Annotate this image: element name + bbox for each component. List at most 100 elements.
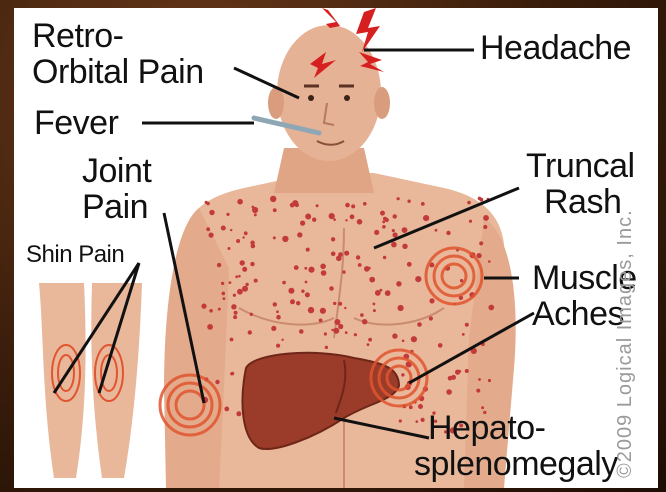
rash-dot xyxy=(270,196,276,202)
hepatosplenomegaly-label: Hepato- splenomegaly xyxy=(428,410,618,482)
retro-orbital-line-2: Orbital Pain xyxy=(32,54,204,90)
rash-dot xyxy=(248,330,252,334)
rash-dot xyxy=(344,251,349,256)
rash-dot xyxy=(338,302,342,306)
rash-dot xyxy=(312,218,316,222)
rash-dot xyxy=(393,214,397,218)
rash-dot xyxy=(477,253,482,258)
legs-inset xyxy=(39,283,142,478)
rash-dot xyxy=(209,309,213,313)
rash-dot xyxy=(223,297,226,300)
rash-dot xyxy=(252,206,255,209)
rash-dot xyxy=(415,276,421,282)
headache-label: Headache xyxy=(480,30,631,66)
rash-dot xyxy=(250,313,253,316)
head xyxy=(254,25,390,161)
rash-dot xyxy=(392,229,395,232)
rash-dot xyxy=(294,265,299,270)
rash-dot xyxy=(235,275,238,278)
rash-dot xyxy=(240,260,245,265)
rash-dot xyxy=(488,379,491,382)
rash-dot xyxy=(398,305,404,311)
rash-dot xyxy=(254,213,257,216)
rash-dot xyxy=(237,199,243,205)
rash-dot xyxy=(231,304,236,309)
rash-dot xyxy=(331,237,335,241)
rash-dot xyxy=(282,236,288,242)
rash-dot xyxy=(333,302,336,305)
rash-dot xyxy=(421,418,425,422)
rash-dot xyxy=(469,220,472,223)
rash-dot xyxy=(228,247,231,250)
rash-dot xyxy=(296,301,300,305)
rash-dot xyxy=(329,213,335,219)
rash-dot xyxy=(250,262,254,266)
rash-dot xyxy=(290,299,295,304)
rash-dot xyxy=(276,310,279,313)
rash-dot xyxy=(333,218,336,221)
rash-dot xyxy=(380,289,383,292)
rash-dot xyxy=(331,329,333,331)
rash-dot xyxy=(222,292,226,296)
rash-dot xyxy=(345,219,347,221)
rash-dot xyxy=(402,244,407,249)
rash-dot xyxy=(305,292,310,297)
rash-dot xyxy=(229,281,232,284)
rash-dot xyxy=(306,248,310,252)
rash-dot xyxy=(320,264,326,270)
rash-dot xyxy=(446,231,450,235)
rash-dot xyxy=(201,304,206,309)
rash-dot xyxy=(374,230,379,235)
rash-dot xyxy=(401,373,404,376)
rash-dot xyxy=(308,267,314,273)
hepatosplenomegaly-line-1: Hepato- xyxy=(428,410,618,446)
rash-dot xyxy=(367,343,370,346)
rash-dot xyxy=(304,267,307,270)
rash-dot xyxy=(209,210,214,215)
rash-dot xyxy=(483,225,487,229)
joint-pain-line-2: Pain xyxy=(82,189,151,225)
rash-dot xyxy=(396,281,401,286)
rash-dot xyxy=(231,372,235,376)
copyright-text: ©2009 Logical Images, Inc. xyxy=(614,209,637,478)
rash-dot xyxy=(250,241,254,245)
illustration-panel: Retro- Orbital Pain Headache Fever Joint… xyxy=(14,8,658,488)
rash-dot xyxy=(411,336,417,342)
rash-dot xyxy=(295,203,299,207)
rash-dot xyxy=(334,319,340,325)
rash-dot xyxy=(407,262,412,267)
rash-dot xyxy=(305,281,308,284)
shin-pain-label: Shin Pain xyxy=(26,242,124,268)
rash-dot xyxy=(399,419,402,422)
rash-dot xyxy=(385,290,391,296)
rash-dot xyxy=(299,329,304,334)
rash-dot xyxy=(363,202,367,206)
rash-dot xyxy=(462,333,465,336)
rash-dot xyxy=(350,214,355,219)
rash-dot xyxy=(342,270,345,273)
rash-dot xyxy=(242,267,247,272)
rash-dot xyxy=(465,323,469,327)
rash-dot xyxy=(385,218,389,222)
retro-orbital-label: Retro- Orbital Pain xyxy=(32,18,204,90)
rash-dot xyxy=(209,233,214,238)
rash-dot xyxy=(417,322,422,327)
rash-dot xyxy=(402,340,405,343)
rash-dot xyxy=(233,315,237,319)
rash-dot xyxy=(351,204,355,208)
rash-dot xyxy=(271,326,276,331)
rash-dot xyxy=(273,302,277,306)
rash-dot xyxy=(368,267,371,270)
rash-dot xyxy=(297,232,302,237)
rash-dot xyxy=(393,232,398,237)
rash-dot xyxy=(465,369,469,373)
rash-dot xyxy=(236,239,240,243)
rash-dot xyxy=(230,229,232,231)
rash-dot xyxy=(336,256,342,262)
rash-dot xyxy=(382,225,386,229)
rash-dot xyxy=(230,338,234,342)
rash-dot xyxy=(316,204,319,207)
rash-dot xyxy=(368,338,372,342)
rash-dot xyxy=(369,277,375,283)
